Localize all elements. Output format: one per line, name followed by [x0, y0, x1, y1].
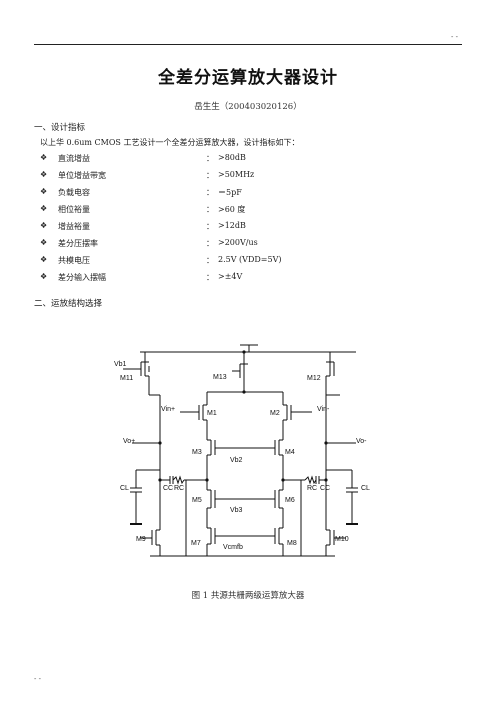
label-vb2: Vb2 [230, 457, 243, 464]
label-vb3: Vb3 [230, 507, 243, 514]
label-m6: M6 [285, 497, 295, 504]
spec-item: ❖ 相位裕量 ： >60 度 [40, 204, 340, 216]
spec-colon: ： [206, 222, 214, 231]
page-title: 全差分运算放大器设计 [158, 68, 338, 88]
label-vo-plus: Vo+ [123, 438, 135, 445]
spec-name: 负载电容 [58, 188, 90, 197]
spec-value: >80dB [218, 153, 246, 162]
label-vin-plus: Vin+ [161, 406, 175, 413]
label-cl-right: CL [361, 485, 370, 492]
label-m4: M4 [285, 449, 295, 456]
diamond-outline-icon: ❖ [40, 238, 48, 247]
figure-caption: 图 1 共源共栅两级运算放大器 [191, 591, 305, 601]
spec-value: 2.5V (VDD=5V) [218, 255, 282, 264]
spec-value: >60 度 [218, 205, 246, 214]
label-cc-right: CC [320, 485, 330, 492]
spec-colon: ： [206, 188, 214, 197]
spec-name: 共模电压 [58, 256, 90, 265]
diamond-outline-icon: ❖ [40, 255, 48, 264]
spec-name: 相位裕量 [58, 205, 90, 214]
footer-mark: - - [34, 675, 41, 683]
label-m10: M10 [335, 536, 349, 543]
spec-item: ❖ 共模电压 ： 2.5V (VDD=5V) [40, 255, 340, 267]
label-rc-left: RC [174, 485, 184, 492]
spec-item: ❖ 单位增益带宽 ： >50MHz [40, 170, 340, 182]
header-mark: - - [451, 33, 458, 41]
diamond-outline-icon: ❖ [40, 272, 48, 281]
label-vb1: Vb1 [114, 361, 127, 368]
author-line: 岳生生（200403020126） [194, 102, 302, 112]
spec-name: 单位增益带宽 [58, 171, 106, 180]
label-m2: M2 [270, 410, 280, 417]
spec-value: >50MHz [218, 170, 255, 179]
section-heading-structure: 二、运放结构选择 [34, 299, 103, 309]
diamond-outline-icon: ❖ [40, 221, 48, 230]
spec-item: ❖ 负载电容 ： ＝5pF [40, 187, 340, 199]
spec-name: 差分压摆率 [58, 239, 98, 248]
diamond-outline-icon: ❖ [40, 153, 48, 162]
spec-value: ＝5pF [218, 188, 242, 197]
spec-colon: ： [206, 239, 214, 248]
label-m7: M7 [191, 540, 201, 547]
diamond-outline-icon: ❖ [40, 187, 48, 196]
label-vo-minus: Vo- [356, 438, 367, 445]
label-m5: M5 [192, 497, 202, 504]
spec-item: ❖ 增益裕量 ： >12dB [40, 221, 340, 233]
label-m11: M11 [120, 375, 133, 382]
spec-colon: ： [206, 205, 214, 214]
label-m9: M9 [136, 536, 146, 543]
section-heading-specs: 一、设计指标 [34, 123, 86, 133]
diamond-outline-icon: ❖ [40, 204, 48, 213]
spec-name: 增益裕量 [58, 222, 90, 231]
label-rc-right: RC [307, 485, 317, 492]
label-cc-left: CC [163, 485, 173, 492]
label-cl-left: CL [120, 485, 129, 492]
spec-colon: ： [206, 273, 214, 282]
spec-name: 差分输入摆幅 [58, 273, 106, 282]
spec-name: 直流增益 [58, 154, 90, 163]
spec-value: >200V/us [218, 238, 258, 247]
label-m3: M3 [192, 449, 202, 456]
label-m13: M13 [213, 374, 227, 381]
label-m12: M12 [307, 375, 321, 382]
specs-intro: 以上华 0.6um CMOS 工艺设计一个全差分运算放大器，设计指标如下： [40, 138, 300, 147]
header-rule [34, 44, 462, 45]
spec-item: ❖ 差分压摆率 ： >200V/us [40, 238, 340, 250]
spec-item: ❖ 直流增益 ： >80dB [40, 153, 340, 165]
label-vcmfb: Vcmfb [223, 544, 243, 551]
label-vin-minus: Vin- [317, 406, 330, 413]
label-m1: M1 [207, 410, 217, 417]
diamond-outline-icon: ❖ [40, 170, 48, 179]
spec-colon: ： [206, 256, 214, 265]
spec-value: >12dB [218, 221, 246, 230]
label-m8: M8 [287, 540, 297, 547]
spec-item: ❖ 差分输入摆幅 ： >±4V [40, 272, 340, 284]
spec-colon: ： [206, 171, 214, 180]
spec-colon: ： [206, 154, 214, 163]
spec-value: >±4V [218, 272, 243, 281]
